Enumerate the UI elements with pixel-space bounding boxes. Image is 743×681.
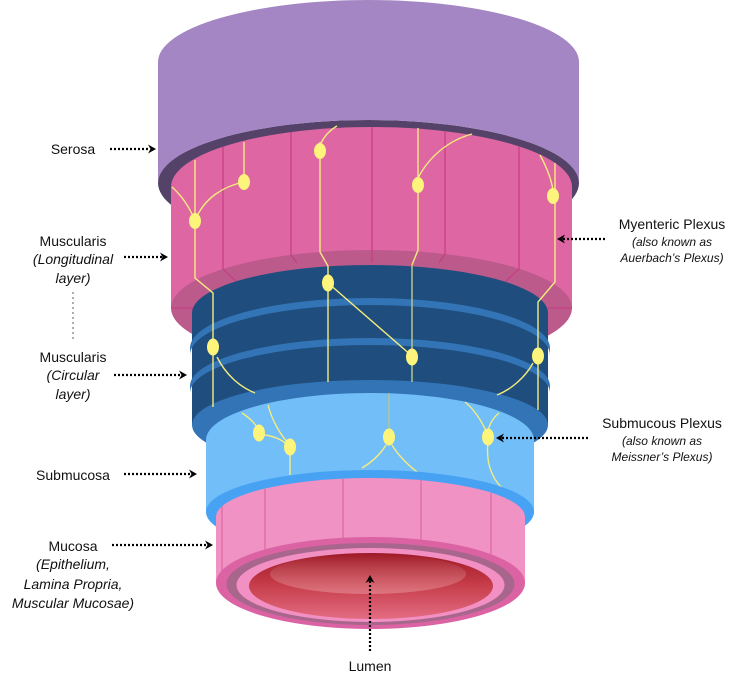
- label-title: Myenteric Plexus: [618, 216, 726, 232]
- arrowhead-right-icon: [205, 540, 213, 550]
- arrowhead-left-icon: [496, 433, 504, 443]
- serosa-wall: [158, 0, 579, 183]
- annotation-arrows: [110, 147, 605, 651]
- submucous-ganglion: [482, 428, 494, 446]
- label-muscularis-longitudinal: Muscularis (Longitudinal layer): [0, 232, 146, 287]
- label-subtitle: Muscular Mucosae): [11, 595, 135, 611]
- label-lumen: Lumen: [320, 657, 420, 675]
- submucous-ganglion: [253, 424, 265, 442]
- myenteric-ganglion: [314, 143, 326, 159]
- arrowhead-right-icon: [148, 144, 156, 154]
- nerve-fiber: [411, 128, 419, 266]
- label-title: Mucosa: [48, 538, 98, 554]
- label-subtitle: (Epithelium,: [36, 556, 110, 572]
- longitudinal-face-lines: [171, 250, 572, 309]
- label-subtitle: Auerbach’s Plexus): [620, 251, 724, 265]
- arrowhead-left-icon: [557, 234, 565, 244]
- label-mucosa: Mucosa (Epithelium, Lamina Propria, Musc…: [0, 537, 146, 614]
- myenteric-ganglion: [412, 177, 424, 193]
- arrowhead-right-icon: [179, 370, 187, 380]
- myenteric-ganglion: [532, 347, 544, 365]
- myenteric-ganglion: [238, 174, 250, 190]
- submucous-ganglion: [284, 438, 296, 456]
- label-subtitle: layer): [55, 269, 91, 286]
- label-subtitle: (Longitudinal: [32, 251, 114, 267]
- myenteric-ganglion: [189, 213, 201, 229]
- nerve-fiber: [391, 444, 418, 473]
- label-muscularis-circular: Muscularis (Circular layer): [0, 348, 146, 403]
- myenteric-ganglion: [406, 348, 418, 366]
- mucosa-segment-lines: [221, 479, 492, 571]
- nerve-fiber: [496, 362, 534, 396]
- label-subtitle: (also known as: [621, 434, 703, 448]
- nerve-fiber: [319, 142, 329, 382]
- label-subtitle: (also known as: [631, 235, 713, 249]
- arrowhead-up-icon: [365, 575, 375, 583]
- nerve-fiber: [327, 282, 413, 357]
- lumen-highlight: [270, 554, 466, 594]
- label-subtitle: layer): [55, 385, 91, 402]
- nerve-fiber: [320, 125, 338, 144]
- label-subtitle: Lamina Propria,: [23, 575, 123, 592]
- nerve-fiber: [539, 154, 554, 191]
- longitudinal-segment-lines: [222, 127, 520, 269]
- submucous-ganglion: [383, 428, 395, 446]
- myenteric-ganglion: [547, 188, 559, 204]
- label-title: Submucosa: [36, 467, 110, 483]
- label-submucosa: Submucosa: [0, 466, 146, 484]
- label-subtitle: (Circular: [46, 367, 100, 383]
- label-title: Muscularis: [39, 349, 107, 365]
- myenteric-ganglion: [322, 274, 334, 292]
- myenteric-ganglion: [207, 338, 219, 356]
- nerve-fiber: [361, 444, 387, 469]
- label-title: Submucous Plexus: [602, 415, 722, 431]
- arrowhead-right-icon: [189, 469, 197, 479]
- label-title: Muscularis: [39, 233, 107, 249]
- nerve-fiber: [216, 356, 256, 394]
- label-subtitle: Meissner’s Plexus): [611, 450, 713, 464]
- label-title: Lumen: [348, 658, 392, 674]
- ganglia: [189, 143, 559, 456]
- label-submucous-plexus: Submucous Plexus (also known as Meissner…: [590, 414, 734, 465]
- nerve-fiber: [486, 441, 503, 489]
- arrowhead-right-icon: [160, 252, 168, 262]
- label-myenteric-plexus: Myenteric Plexus (also known as Auerbach…: [602, 215, 742, 266]
- arrowheads: [148, 144, 565, 583]
- nerve-fiber: [417, 133, 473, 179]
- label-serosa: Serosa: [0, 140, 146, 158]
- label-title: Serosa: [50, 141, 96, 157]
